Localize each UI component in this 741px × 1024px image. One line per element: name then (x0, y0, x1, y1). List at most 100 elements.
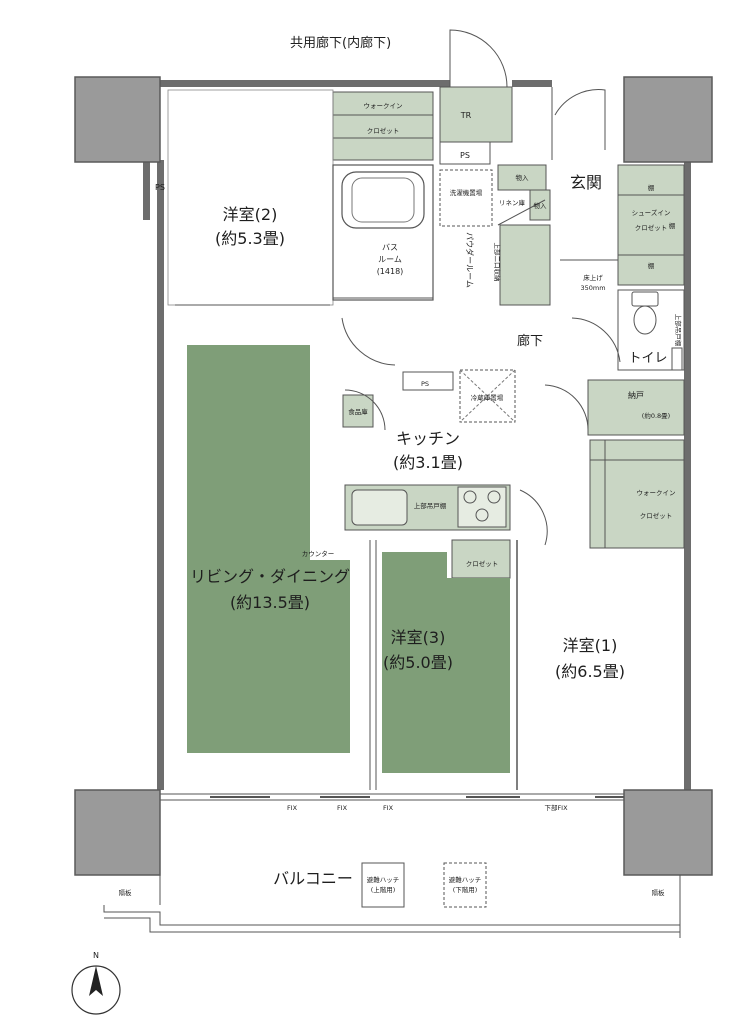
bath-label-1: バス (382, 243, 398, 252)
column-bottom-left (74, 789, 161, 876)
fridge-space (459, 369, 516, 423)
top-wall-right (512, 80, 552, 87)
bath-label-2: ルーム (378, 255, 402, 264)
walkin-closet-right (589, 439, 685, 549)
structure (74, 76, 713, 876)
bathroom-outline (332, 164, 434, 301)
right-wall (684, 160, 691, 790)
upper-shelf-label: 上部二口収納 (493, 243, 502, 282)
hatch-lower-label-1: 避難ハッチ (449, 875, 482, 884)
powder-zone (439, 164, 551, 306)
ps-kitchen-label: PS (421, 380, 429, 388)
toilet-outline (617, 289, 685, 371)
room2-outline (167, 89, 334, 306)
left-ps-wall (143, 160, 150, 220)
kitchen-zone (342, 369, 516, 531)
washer-space (439, 169, 493, 227)
bath-label-3: (1418) (377, 267, 404, 276)
hall-doors (341, 317, 621, 546)
wic-top-label-1: ウォークイン (364, 102, 403, 110)
right-storage-zone (587, 379, 685, 549)
fix-label-2: FIX (337, 804, 348, 812)
common-corridor-label: 共用廊下(内廊下) (290, 35, 391, 51)
wic-right-label-1: ウォークイン (637, 489, 676, 497)
top-wall (160, 80, 450, 87)
shoes-closet-label-1: シューズイン (632, 208, 671, 217)
room3-name: 洋室(3) (391, 628, 446, 647)
ps-top-label: PS (460, 151, 470, 160)
left-wall (157, 160, 164, 790)
toilet-shelf-label: 上部吊戸棚 (674, 314, 683, 347)
toilet-zone (617, 289, 685, 371)
kitchen-name: キッチン (396, 429, 460, 448)
wic-top-label-2: クロゼット (367, 126, 400, 135)
hatch-lower-label-2: (下階用) (453, 885, 478, 894)
living-floor-shape (187, 345, 350, 753)
vanity (499, 224, 551, 306)
cabinet-label: 上部吊戸棚 (414, 501, 447, 510)
hatch-upper-label-1: 避難ハッチ (367, 875, 400, 884)
balcony-area (103, 862, 681, 938)
closet3-label: クロゼット (466, 559, 499, 568)
escape-hatch-lower (443, 862, 487, 908)
toilet-label: トイレ (628, 351, 667, 366)
entrance-label: 玄関 (570, 173, 602, 192)
storage-b-box (529, 189, 551, 221)
fix-label-1: FIX (287, 804, 298, 812)
tr-label: TR (460, 111, 472, 120)
counter-label: カウンター (302, 549, 335, 558)
ps-kitchen-box (402, 371, 454, 391)
walkin-closet-top (332, 91, 434, 161)
ps-left-label: PS (155, 183, 165, 192)
north-arrow-icon (89, 966, 103, 996)
storeroom-size: (約0.8畳) (642, 411, 670, 420)
pantry-box (342, 394, 374, 428)
tr-box (439, 86, 513, 143)
north-label: N (93, 951, 99, 960)
living-dining-name: リビング・ダイニング (190, 567, 350, 586)
shelf-label-3: 棚 (648, 261, 655, 270)
shelf-label-1: 棚 (648, 183, 655, 192)
storeroom-label: 納戸 (628, 390, 644, 400)
shoes-closet-label-2: クロゼット (635, 223, 668, 232)
kitchen-size: (約3.1畳) (393, 453, 463, 472)
fridge-label: 冷蔵庫置場 (471, 393, 504, 402)
partition-left-label: 隔板 (119, 888, 133, 897)
bathtub (341, 171, 425, 229)
entrance-zone (560, 164, 685, 286)
closet3-box (451, 539, 511, 579)
storeroom-box (587, 379, 685, 436)
hall-label: 廊下 (517, 333, 543, 349)
fix-label-3: FIX (383, 804, 394, 812)
hatch-upper-label-2: (上階用) (371, 885, 396, 894)
washer-label: 洗濯機置場 (450, 188, 483, 197)
storage-b-label: 物入 (534, 201, 548, 210)
room2-size: (約5.3畳) (215, 229, 285, 248)
fix-lower-label: 下部FIX (544, 803, 568, 812)
room1-name: 洋室(1) (563, 636, 618, 655)
room1-size: (約6.5畳) (555, 662, 625, 681)
room2-name: 洋室(2) (223, 205, 278, 224)
linen-label: リネン庫 (499, 198, 526, 207)
room3-floor (382, 552, 510, 773)
shelf-label-2: 棚 (669, 221, 676, 230)
powder-label: パウダールーム (465, 232, 475, 288)
ps-top-box (439, 141, 491, 165)
shoes-closet (617, 164, 685, 286)
balcony-label: バルコニー (273, 869, 353, 888)
bath-zone (332, 164, 434, 301)
storage-a-label: 物入 (516, 173, 530, 182)
column-top-left (74, 76, 161, 163)
column-top-right (623, 76, 713, 163)
entry-zone (439, 29, 606, 165)
compass (71, 965, 121, 1015)
room3-size: (約5.0畳) (383, 653, 453, 672)
living-dining-size: (約13.5畳) (230, 593, 310, 612)
pantry-label: 食品庫 (348, 407, 368, 416)
step-label-1: 床上げ (583, 273, 603, 282)
wic-right-label-2: クロゼット (640, 511, 673, 520)
partition-right-label: 隔板 (652, 888, 666, 897)
step-label-2: 350mm (580, 284, 605, 292)
escape-hatch-upper (361, 862, 405, 908)
